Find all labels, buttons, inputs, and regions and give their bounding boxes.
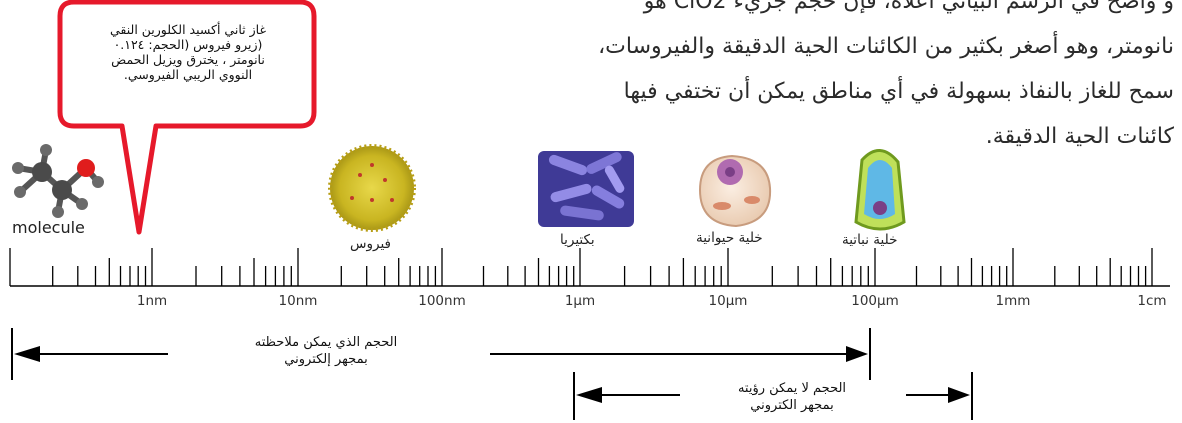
tick-label-1um: 1μm (565, 293, 595, 309)
callout-line-1: غاز ثاني أكسيد الكلورين النقي (72, 22, 304, 37)
plant-cell-label: خلية نباتية (842, 232, 897, 248)
tick-label-100nm: 100nm (418, 293, 465, 309)
tick-label-1nm: 1nm (137, 293, 167, 309)
tick-label-1cm: 1cm (1137, 293, 1166, 309)
scale-axis (10, 248, 1170, 286)
callout-text: غاز ثاني أكسيد الكلورين النقي (زيرو فيرو… (72, 22, 304, 82)
electron-invisible-line-2: بمجهر الكتروني (692, 397, 892, 414)
virus-image (330, 146, 414, 230)
electron-invisible-line-1: الحجم لا يمكن رؤيته (692, 380, 892, 397)
callout-line-2: (زيرو فيروس (الحجم: ٠.١٢٤ (72, 37, 304, 52)
electron-range-arrow (12, 328, 870, 380)
electron-visible-label: الحجم الذي يمكن ملاحظته بمجهر إلكتروني (236, 334, 416, 368)
tick-label-100um: 100μm (851, 293, 899, 309)
animal-cell-label: خلية حيوانية (696, 230, 763, 246)
tick-label-1mm: 1mm (996, 293, 1031, 309)
bacteria-image (538, 150, 634, 227)
bacteria-label: بكتيريا (560, 232, 595, 248)
callout-line-3: نانومتر ، يخترق ويزيل الحمض (72, 52, 304, 67)
electron-visible-line-2: بمجهر إلكتروني (236, 351, 416, 368)
molecule-label: molecule (12, 218, 85, 237)
molecule-model (12, 144, 104, 218)
tick-label-10um: 10μm (709, 293, 748, 309)
tick-label-10nm: 10nm (279, 293, 318, 309)
callout-line-4: النووي الريبي الفيروسي. (72, 67, 304, 82)
animal-cell-image (700, 156, 770, 226)
virus-label: فيروس (350, 236, 391, 252)
electron-visible-line-1: الحجم الذي يمكن ملاحظته (236, 334, 416, 351)
electron-invisible-label: الحجم لا يمكن رؤيته بمجهر الكتروني (692, 380, 892, 414)
plant-cell-image (856, 150, 904, 229)
